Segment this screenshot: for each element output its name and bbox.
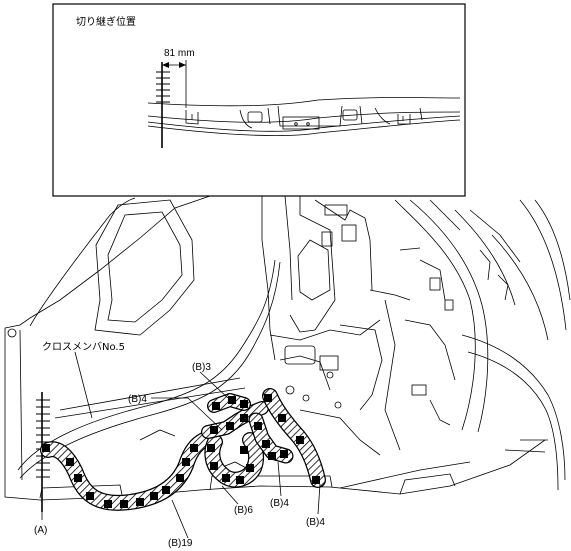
inset-frame bbox=[52, 3, 466, 197]
label-b19: (B)19 bbox=[168, 538, 193, 549]
callout-labels: クロスメンバNo.5 (A) (B)3 (B)4 (B)6 (B)4 (B)4 … bbox=[34, 341, 325, 549]
weld-band-b6 bbox=[204, 432, 265, 488]
spot-welds-b4-right bbox=[264, 394, 320, 484]
label-b4-left: (B)4 bbox=[128, 394, 147, 405]
spot-welds-b4-mid bbox=[254, 422, 288, 460]
inset-panel: 切り継ぎ位置 bbox=[52, 3, 466, 197]
label-b4-right: (B)4 bbox=[306, 517, 325, 528]
inset-scale-ruler bbox=[156, 62, 170, 148]
body-structure-drawing bbox=[4, 195, 571, 501]
label-cross-member: クロスメンバNo.5 bbox=[42, 341, 125, 353]
inset-drawing bbox=[147, 97, 461, 137]
spot-welds-b19 bbox=[42, 444, 198, 508]
spot-welds-b6 bbox=[207, 444, 254, 484]
leader-lines bbox=[41, 351, 321, 539]
label-b6: (B)6 bbox=[234, 505, 253, 516]
inset-title: 切り継ぎ位置 bbox=[76, 15, 136, 28]
inset-dimension: 81 mm bbox=[162, 48, 195, 108]
label-b3: (B)3 bbox=[192, 362, 211, 373]
label-ref-a: (A) bbox=[34, 525, 47, 536]
weld-band-b19 bbox=[40, 432, 212, 511]
spot-welds-b3 bbox=[210, 396, 248, 434]
dimension-label: 81 mm bbox=[164, 48, 195, 59]
label-b4-mid: (B)4 bbox=[270, 498, 289, 509]
weld-band-b4-right bbox=[262, 388, 326, 488]
